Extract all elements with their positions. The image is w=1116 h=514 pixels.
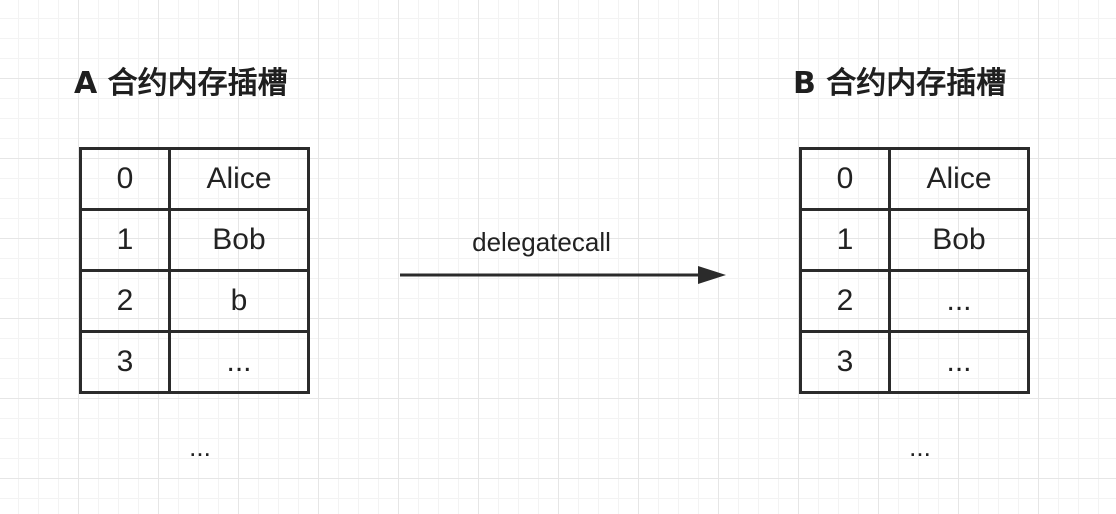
slot-index: 0 (799, 147, 891, 211)
slot-index: 0 (79, 147, 171, 211)
slot-index: 1 (79, 208, 171, 272)
slot-value: ... (888, 269, 1030, 333)
slot-value: Alice (888, 147, 1030, 211)
slot-index: 3 (799, 330, 891, 394)
slot-index: 2 (799, 269, 891, 333)
slot-value: Bob (888, 208, 1030, 272)
slot-row: 3 ... (799, 330, 1030, 394)
contract-a-more-slots: ... (189, 432, 211, 462)
slot-row: 0 Alice (79, 147, 310, 211)
slot-value: Bob (168, 208, 310, 272)
slot-value: b (168, 269, 310, 333)
slot-row: 3 ... (79, 330, 310, 394)
slot-row: 0 Alice (799, 147, 1030, 211)
contract-b-slot-table: 0 Alice 1 Bob 2 ... 3 ... (799, 147, 1030, 394)
contract-b-more-slots: ... (909, 432, 931, 462)
slot-value: ... (888, 330, 1030, 394)
contract-a-slot-table: 0 Alice 1 Bob 2 b 3 ... (79, 147, 310, 394)
slot-index: 3 (79, 330, 171, 394)
contract-a-title: A 合约内存插槽 (74, 66, 288, 101)
arrow-head (698, 266, 726, 284)
slot-value: ... (168, 330, 310, 394)
slot-row: 1 Bob (799, 208, 1030, 272)
contract-b-title: B 合约内存插槽 (793, 66, 1007, 101)
slot-index: 1 (799, 208, 891, 272)
delegatecall-label: delegatecall (472, 227, 611, 257)
slot-index: 2 (79, 269, 171, 333)
slot-row: 1 Bob (79, 208, 310, 272)
delegatecall-arrow (400, 266, 726, 284)
slot-row: 2 ... (799, 269, 1030, 333)
slot-value: Alice (168, 147, 310, 211)
slot-row: 2 b (79, 269, 310, 333)
